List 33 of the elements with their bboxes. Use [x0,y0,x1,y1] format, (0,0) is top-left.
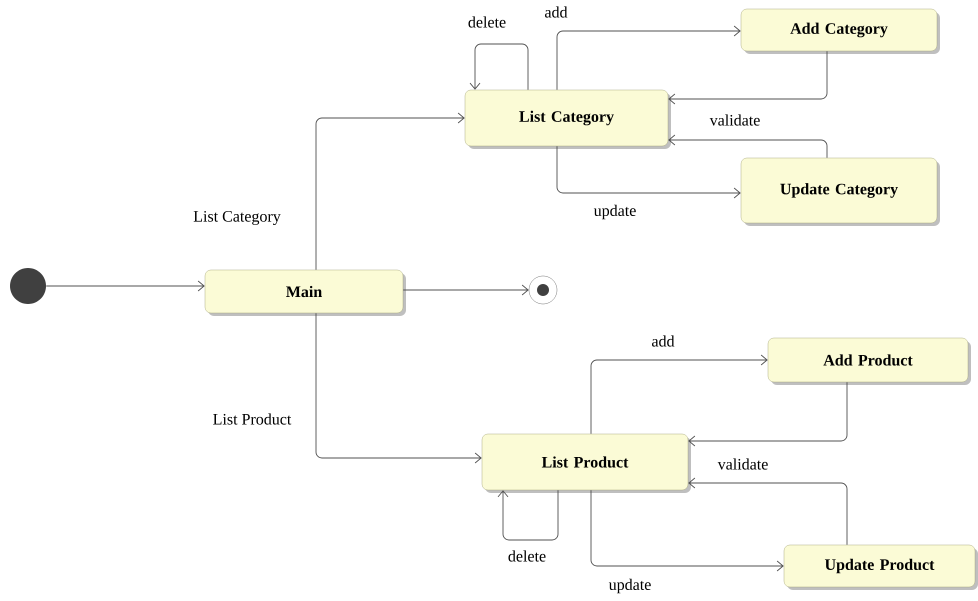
edge-label: delete [466,15,508,29]
state-box: Main [204,270,406,316]
arrow [590,354,768,434]
state-box: Update Product [784,544,978,590]
state-box: Add Product [768,338,971,385]
arrow [668,134,828,158]
arrow [556,146,741,198]
initial-state [10,268,46,304]
state-box: Add Category [740,8,940,54]
edge-label: delete [506,549,548,563]
edge-label: update [608,578,652,594]
arrow [668,50,828,104]
edge-label: validate [708,113,762,127]
edge-label: List Product [212,412,292,426]
arrow [498,490,558,540]
edge-label: validate [716,457,770,471]
arrow [688,478,848,546]
arrow [316,312,482,464]
arrow [590,490,784,572]
arrow [470,44,528,90]
final-state [528,276,558,304]
arrow [688,382,848,446]
arrow [46,280,205,292]
arrow [556,26,741,90]
state-box: Update Category [740,158,940,226]
edge-label: add [543,5,569,19]
state-box: List Category [464,90,671,149]
state-box: List Product [482,434,691,493]
arrow [402,284,529,296]
edge-label: update [592,204,638,220]
edge-label: List Category [192,210,282,226]
arrow [316,112,465,270]
edge-label: add [650,334,676,348]
